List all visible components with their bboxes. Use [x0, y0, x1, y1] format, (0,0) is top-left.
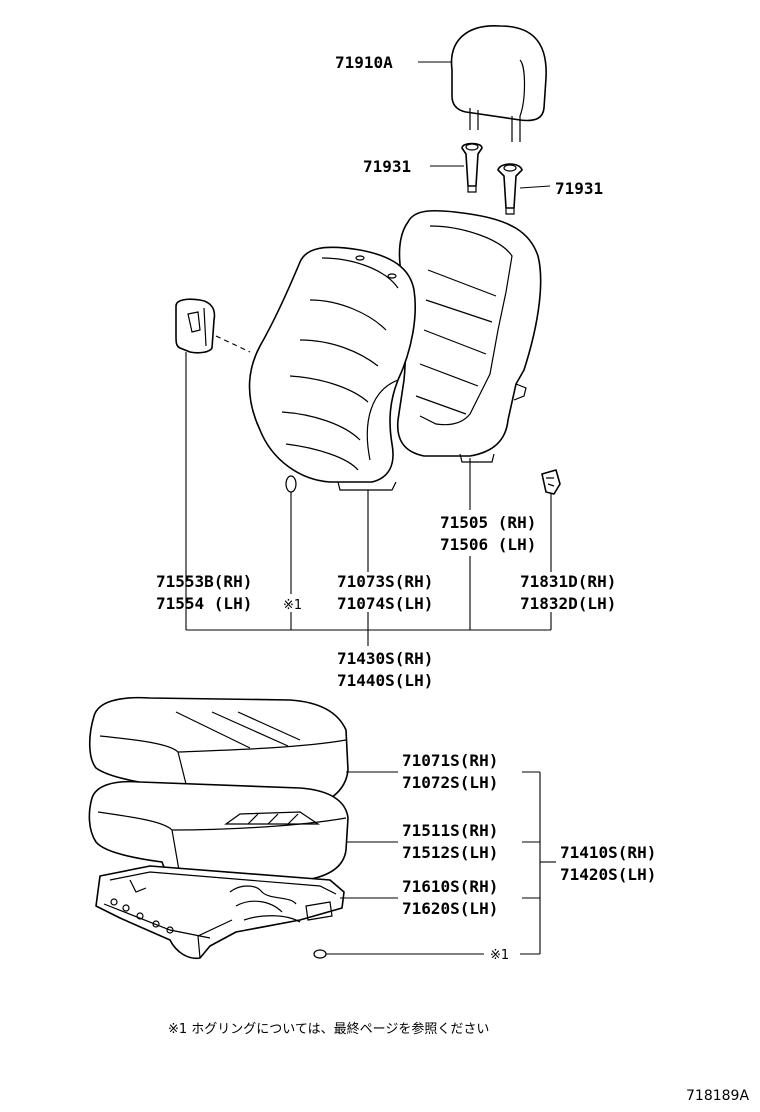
label-cushion-assy-lh: 71420S(LH) — [560, 865, 656, 884]
seatback-cover[interactable] — [248, 246, 417, 491]
label-cushion-pad-lh: 71512S(LH) — [402, 843, 498, 862]
label-ring-mark-cushion: ※1 — [490, 948, 509, 963]
hog-ring-back[interactable] — [285, 475, 297, 493]
label-back-pad-lh: 71506 (LH) — [440, 535, 536, 554]
label-clip: 71831D(RH) — [520, 572, 616, 591]
label-cushion-pad: 71511S(RH) — [402, 821, 498, 840]
hinge-cover[interactable] — [175, 298, 251, 354]
label-back-pad: 71505 (RH) — [440, 513, 536, 532]
label-back-cover-lh: 71074S(LH) — [337, 594, 433, 613]
label-cushion-cover: 71071S(RH) — [402, 751, 498, 770]
label-hinge-cover-lh: 71554 (LH) — [156, 594, 252, 613]
label-headrest: 71910A — [335, 53, 393, 72]
seat-cushion-frame[interactable] — [95, 865, 345, 960]
label-frame-lh: 71620S(LH) — [402, 899, 498, 918]
clip[interactable] — [541, 469, 561, 495]
label-clip-lh: 71832D(LH) — [520, 594, 616, 613]
headrest-support-left[interactable] — [461, 142, 483, 193]
label-back-assy: 71430S(RH) — [337, 649, 433, 668]
label-cushion-cover-lh: 71072S(LH) — [402, 773, 498, 792]
label-support-right: 71931 — [555, 179, 603, 198]
label-back-assy-lh: 71440S(LH) — [337, 671, 433, 690]
hog-ring-cushion[interactable] — [313, 949, 327, 959]
label-hinge-cover: 71553B(RH) — [156, 572, 252, 591]
diagram-code: 718189A — [686, 1088, 749, 1104]
headrest[interactable] — [450, 25, 547, 142]
label-support-left: 71931 — [363, 157, 411, 176]
label-cushion-assy: 71410S(RH) — [560, 843, 656, 862]
leader-lines — [185, 61, 556, 955]
headrest-support-right[interactable] — [497, 163, 523, 215]
footnote: ※1 ホグリングについては、最終ページを参照ください — [168, 1021, 489, 1037]
label-back-cover: 71073S(RH) — [337, 572, 433, 591]
seatback-pad[interactable] — [396, 209, 542, 463]
label-frame: 71610S(RH) — [402, 877, 498, 896]
label-ring-mark-back: ※1 — [283, 598, 302, 613]
